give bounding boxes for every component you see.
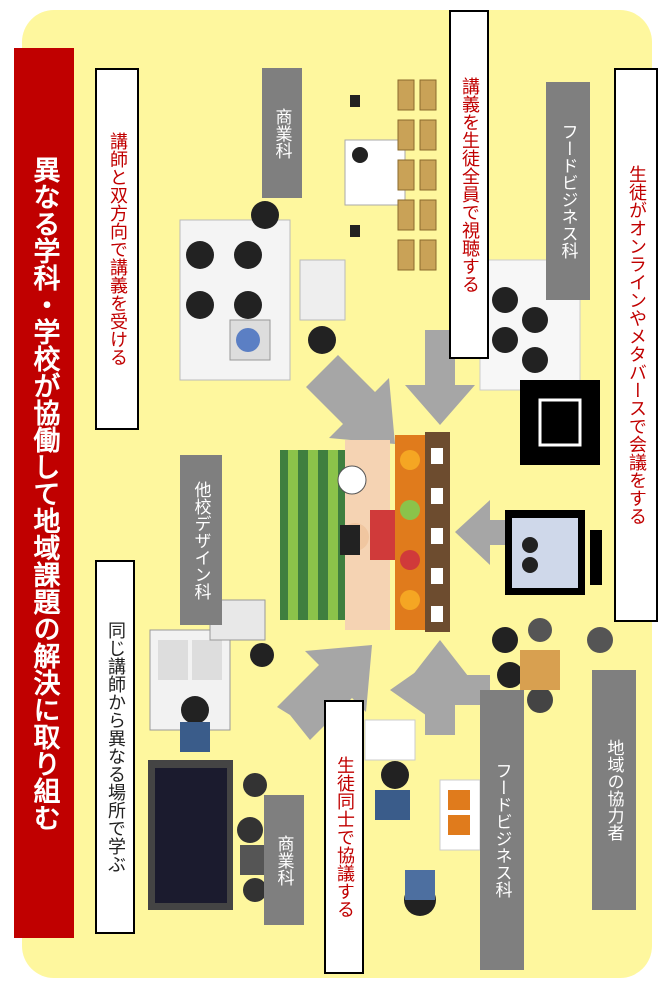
- label-discuss-students: 生徒同士で協議する: [324, 700, 364, 974]
- scene-video-conference: [179, 201, 346, 381]
- scene-classroom-pc: [148, 599, 274, 910]
- label-food-business-1: フードビジネス科: [480, 690, 524, 970]
- label-online-metaverse-meeting: 生徒がオンラインやメタバースで会議をする: [614, 68, 658, 622]
- label-all-students-watch: 講義を生徒全員で視聴する: [449, 10, 489, 359]
- page-title: 異なる学科・学校が協働して地域課題の解決に取り組む: [28, 155, 60, 831]
- label-food-business-2: フードビジネス科: [546, 82, 590, 300]
- market-stall: [280, 432, 450, 632]
- label-commerce-2: 商業科: [262, 68, 302, 198]
- scene-online-meeting: [479, 259, 602, 595]
- arrows-group: [277, 330, 520, 740]
- label-learn-same-teacher: 同じ講師から異なる場所で学ぶ: [95, 560, 135, 934]
- label-local-cooperators: 地域の協力者: [592, 670, 636, 910]
- title-bar: [14, 48, 74, 938]
- arrow-from-right: [405, 330, 475, 425]
- scene-lecture-hall: [344, 79, 437, 271]
- label-other-school-design: 他校デザイン科: [180, 455, 222, 625]
- arrow-from-screen-right: [455, 500, 520, 565]
- scene-community: [492, 618, 613, 713]
- arrow-from-top-left: [277, 645, 372, 740]
- scene-students-discuss: [364, 719, 481, 916]
- label-commerce-1: 商業科: [264, 795, 304, 925]
- arrow-from-bottom: [405, 640, 475, 735]
- arrow-from-top-right: [306, 355, 395, 444]
- label-two-way-lecture: 講師と双方向で講義を受ける: [95, 68, 139, 430]
